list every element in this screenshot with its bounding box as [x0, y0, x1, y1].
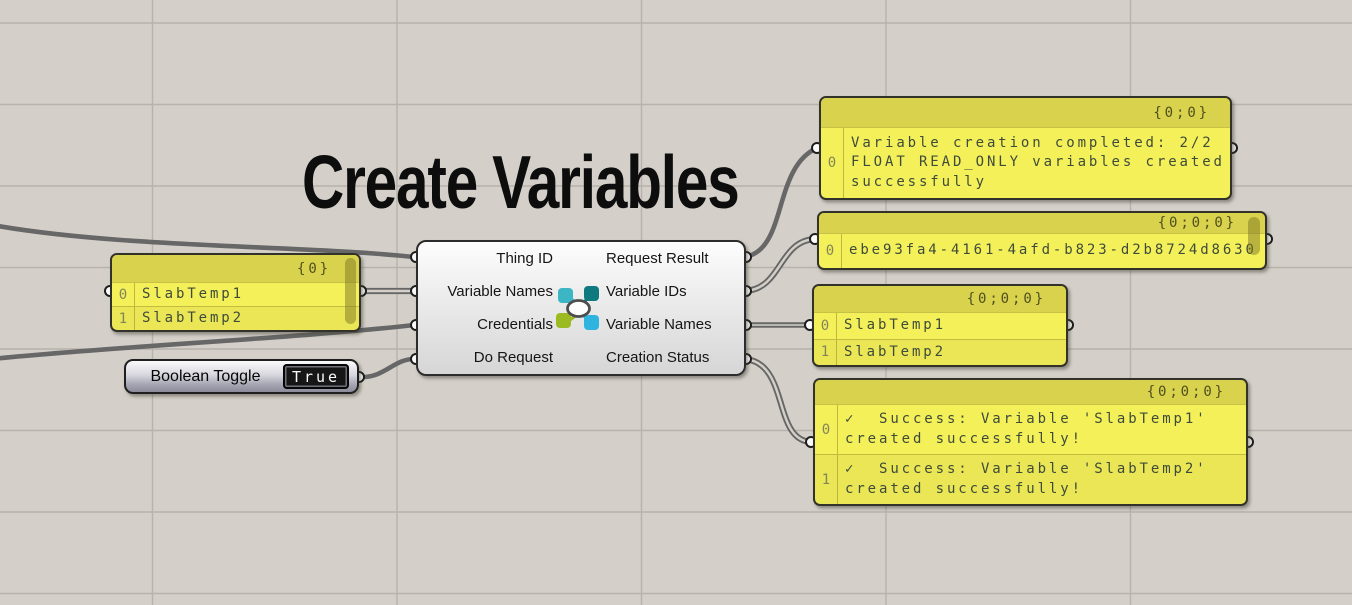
wire-variable-ids-core — [742, 237, 817, 293]
panel-path-label: {0;0;0} — [814, 286, 1066, 313]
row-index: 1 — [814, 339, 837, 365]
wire-request-result[interactable] — [741, 145, 820, 260]
panel-row: 1 SlabTemp2 — [112, 306, 359, 330]
panel-row: 1 SlabTemp2 — [814, 338, 1066, 365]
icon-square-lime — [556, 313, 571, 328]
row-index: 1 — [815, 455, 838, 504]
boolean-toggle-label: Boolean Toggle — [150, 367, 261, 385]
wire-creation-status-core — [742, 357, 813, 444]
wire-do-request[interactable] — [358, 356, 417, 380]
request-result-panel[interactable]: {0;0} 0 Variable creation completed: 2/2… — [819, 96, 1232, 200]
panel-scrollbar[interactable] — [345, 258, 356, 324]
output-label-creation-status: Creation Status — [606, 349, 710, 366]
wire-credentials[interactable] — [0, 322, 417, 361]
panel-path-label: {0;0;0} — [815, 380, 1246, 405]
boolean-toggle-value[interactable]: True — [283, 364, 349, 389]
output-label-variable-names: Variable Names — [606, 316, 712, 333]
row-index: 0 — [112, 283, 135, 306]
panel-path-label: {0;0;0} — [819, 213, 1265, 234]
panel-path-label: {0} — [112, 255, 359, 283]
row-index: 1 — [112, 307, 135, 330]
icon-square-cyan — [584, 315, 599, 330]
panel-row: 0 Variable creation completed: 2/2 FLOAT… — [821, 128, 1230, 198]
row-index: 0 — [819, 234, 842, 268]
panel-scrollbar[interactable] — [1248, 217, 1260, 255]
row-text: SlabTemp1 — [142, 285, 244, 302]
panel-row: 1 ✓ Success: Variable 'SlabTemp2' create… — [815, 454, 1246, 504]
input-panel[interactable]: {0} 0 SlabTemp1 1 SlabTemp2 — [110, 253, 361, 332]
panel-row: 0 ebe93fa4-4161-4afd-b823-d2b8724d8630 — [819, 234, 1265, 268]
icon-square-dark-teal — [584, 286, 599, 301]
input-label-do-request: Do Request — [473, 349, 553, 366]
panel-row: 0 SlabTemp1 — [814, 313, 1066, 339]
output-label-variable-ids: Variable IDs — [606, 283, 687, 300]
input-label-thing-id: Thing ID — [496, 250, 553, 267]
component-icon — [556, 284, 604, 339]
row-index: 0 — [815, 405, 838, 454]
scribble-title[interactable]: Create Variables — [302, 140, 740, 224]
row-text: SlabTemp1 — [844, 317, 946, 334]
icon-square-teal — [558, 288, 573, 303]
variable-ids-panel[interactable]: {0;0;0} 0 ebe93fa4-4161-4afd-b823-d2b872… — [817, 211, 1267, 270]
create-variables-component[interactable]: Thing ID Variable Names Credentials Do R… — [416, 240, 746, 376]
row-text: ✓ Success: Variable 'SlabTemp2' created … — [845, 461, 1219, 497]
row-text: ebe93fa4-4161-4afd-b823-d2b8724d8630 — [849, 242, 1257, 259]
row-index: 0 — [814, 313, 837, 339]
row-index: 0 — [821, 128, 844, 198]
row-text: SlabTemp2 — [844, 343, 946, 360]
panel-row: 0 SlabTemp1 — [112, 283, 359, 306]
row-text: ✓ Success: Variable 'SlabTemp1' created … — [845, 411, 1219, 447]
variable-names-panel[interactable]: {0;0;0} 0 SlabTemp1 1 SlabTemp2 — [812, 284, 1068, 367]
panel-row: 0 ✓ Success: Variable 'SlabTemp1' create… — [815, 405, 1246, 454]
panel-path-label: {0;0} — [821, 98, 1230, 128]
input-label-credentials: Credentials — [477, 316, 553, 333]
input-label-variable-names: Variable Names — [447, 283, 553, 300]
boolean-toggle[interactable]: Boolean Toggle True — [124, 359, 359, 394]
wire-thing-id[interactable] — [0, 224, 417, 260]
row-text: Variable creation completed: 2/2 FLOAT R… — [851, 134, 1237, 190]
wire-creation-status[interactable] — [740, 355, 815, 446]
creation-status-panel[interactable]: {0;0;0} 0 ✓ Success: Variable 'SlabTemp1… — [813, 378, 1248, 506]
output-label-request-result: Request Result — [606, 250, 709, 267]
row-text: SlabTemp2 — [142, 309, 244, 326]
